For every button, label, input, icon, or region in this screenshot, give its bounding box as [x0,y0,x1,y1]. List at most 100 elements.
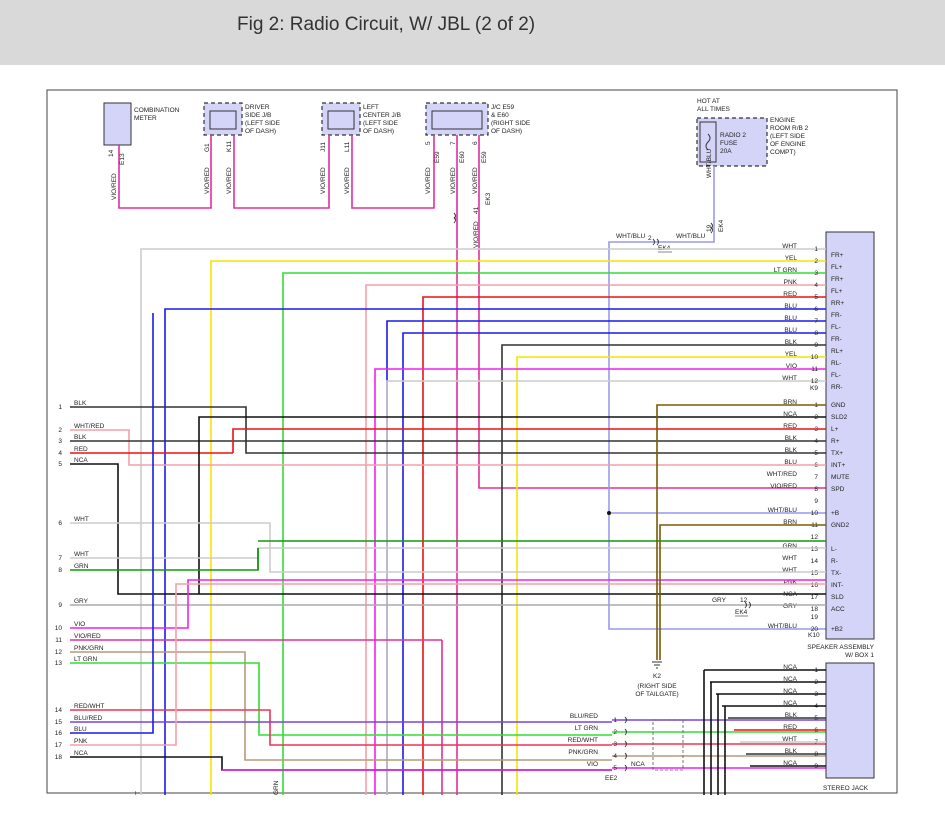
junction-dot [607,511,611,515]
speaker-assembly-box [825,231,875,640]
wire-label: PNK/GRN [74,645,104,652]
connector-symbol [652,238,655,246]
red-wire [232,428,826,453]
pin-number: 1 [613,717,617,724]
terminal-name: GND2 [831,522,849,529]
speaker-wire [386,380,826,795]
pin-number: 16 [811,582,819,589]
pin-id: E59 [481,151,488,163]
engine-room-rb-label: ROOM R/B 2 [770,125,809,132]
driver-side-jb-label: OF DASH) [245,128,276,135]
terminal-name: INT- [831,582,843,589]
pin-number: K11 [226,141,233,152]
pin-number: 19 [706,224,713,232]
nca-wire [70,756,612,771]
wire-label: BLK [74,400,87,407]
connector-symbol [453,216,456,224]
junction-connector-label: OF DASH) [491,128,522,135]
wire-label: VIO/RED [473,221,480,248]
wire-label: WHT [782,243,797,250]
wire-label: WHT/BLU [768,507,798,514]
pin-number: 11 [811,366,818,373]
wire-label: NCA [74,750,88,757]
connector-number: 41 [473,206,480,214]
terminal-name: SLD2 [831,414,848,421]
wire-label: VIO/RED [425,167,432,194]
pin-number: 15 [811,570,819,577]
left-center-jb-inner [327,110,355,130]
speaker-wire [516,356,826,795]
pin-number: 19 [811,614,819,621]
pin-number: 9 [814,342,818,349]
pin-number: 3 [814,270,818,277]
pin-number: 6 [58,520,62,527]
pin-number: 15 [55,719,63,726]
engine-room-rb-label: ENGINE [770,117,796,124]
wire-label: WHT/RED [74,423,105,430]
speaker-wire [386,320,826,795]
pin-number: 16 [55,730,63,737]
wire-label: PNK [74,738,88,745]
wire-label: WHT [782,567,797,574]
wire-label: BLU [784,459,797,466]
pnk-grn-wire [70,651,612,761]
wht-red-wire [70,429,826,466]
pin-number: 5 [814,294,818,301]
terminal-name: MUTE [831,474,850,481]
wire-label: BLU [74,726,87,733]
speaker-wire [422,296,826,795]
terminal-name: INT+ [831,462,845,469]
pin-number: 8 [814,486,818,493]
pin-number: 6 [472,141,479,145]
ground-label: OF TAILGATE) [635,691,678,698]
junction-connector-inner [431,110,483,130]
connector-id: K10 [808,632,820,639]
terminal-name: R- [831,558,838,565]
connector-symbol [624,716,627,724]
engine-room-rb-label: OF ENGINE [770,141,806,148]
terminal-name: FL+ [831,264,843,271]
wire-label: GRN [783,543,798,550]
connector-symbol [624,740,627,748]
speaker-wire [374,368,826,795]
pin-number: 11 [55,637,62,644]
grn-wire [70,548,259,571]
wire-label: BLU/RED [570,713,598,720]
terminal-name: FL+ [831,288,843,295]
speaker-wire [402,332,826,795]
stereo-jack-box [825,662,875,779]
speaker-wire [140,248,826,795]
wire-label: BLK [785,712,798,719]
combination-meter-box [103,102,132,146]
wire-label: VIO/RED [74,633,101,640]
wire-label: BRN [783,519,797,526]
pin-number: 3 [58,438,62,445]
speaker-wire [164,308,826,795]
bottom-label-fragment: GRN [273,780,280,795]
pin-number: 1 [814,246,818,253]
fuse-icon [705,133,711,151]
wire-label: WHT [74,516,89,523]
pin-number: 18 [811,606,819,613]
wire-label: WHT/BLU [768,623,798,630]
vio-red-wire [478,135,826,489]
wire-label: RED/WHT [74,703,104,710]
wire-label: PNK [784,579,798,586]
pin-number: 9 [814,498,818,505]
pin-number: 1 [58,404,62,411]
wire-label: LT GRN [774,267,798,274]
fuse-label: FUSE [720,140,738,147]
fuse-label: 20A [720,148,732,155]
pin-number: 20 [811,626,819,633]
wht-blu-wire [608,166,826,630]
terminal-name: TX- [831,570,841,577]
ground-label: (RIGHT SIDE [637,683,677,690]
terminal-name: FR- [831,312,842,319]
wire-label: BLK [785,447,798,454]
connector-symbol [710,222,713,230]
pin-number: J11 [320,142,327,152]
terminal-name: SPD [831,486,845,493]
wire-label: NCA [783,688,797,695]
left-center-jb-label: CENTER J/B [363,112,401,119]
wire-label: WHT/BLU [706,148,713,178]
